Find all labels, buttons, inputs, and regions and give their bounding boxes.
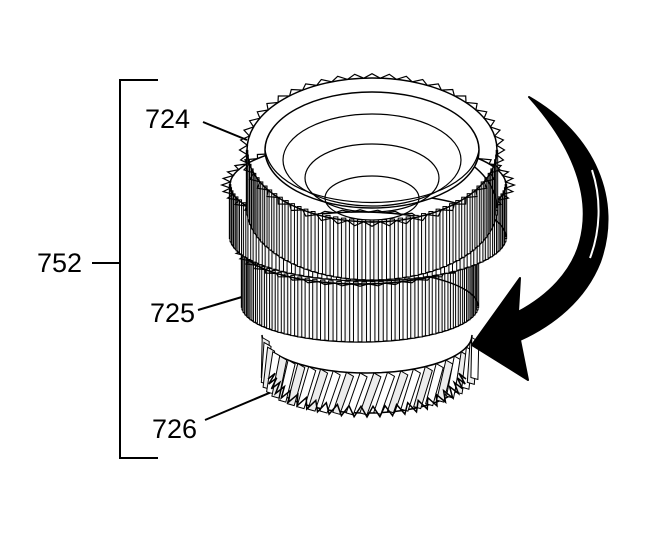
gear-724-band (238, 73, 506, 281)
helical-gear-726 (260, 334, 480, 419)
callout-726: 726 (152, 414, 197, 444)
callout-752: 752 (37, 248, 82, 278)
callout-724: 724 (145, 104, 190, 134)
rotation-arrow-icon (471, 96, 609, 381)
gear-725-lower-band (233, 209, 487, 343)
assembly-bracket (92, 79, 158, 459)
callout-725: 725 (150, 298, 195, 328)
ring-gear-724 (238, 73, 506, 281)
